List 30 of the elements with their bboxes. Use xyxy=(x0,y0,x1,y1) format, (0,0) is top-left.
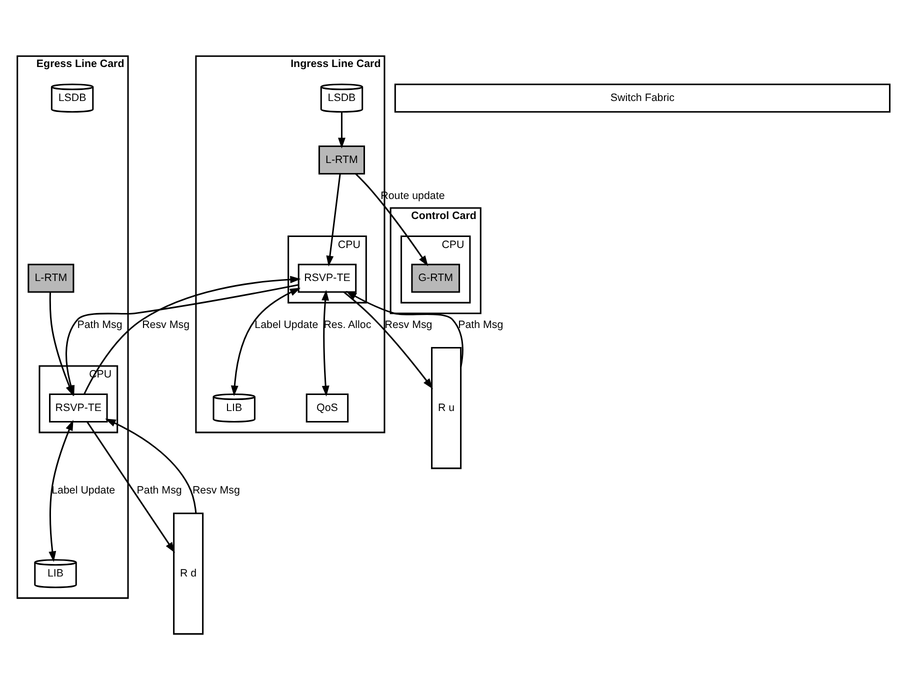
edge-label: Resv Msg xyxy=(142,319,190,332)
arrow xyxy=(83,276,301,395)
node-box: L-RTM xyxy=(28,264,74,293)
node-box: R d xyxy=(173,512,204,635)
arrow xyxy=(48,420,74,562)
edge-label: Label Update xyxy=(254,319,318,332)
arrow xyxy=(105,418,197,514)
edge-label: Path Msg xyxy=(458,319,504,332)
arrow xyxy=(86,422,175,553)
arrow xyxy=(346,290,464,368)
node-box: RSVP-TE xyxy=(298,264,357,293)
node-box: RSVP-TE xyxy=(49,394,108,423)
arrow xyxy=(343,291,433,390)
edge-label: Label Update xyxy=(52,484,116,497)
edge-label: Res. Alloc xyxy=(324,319,372,332)
node-box: L-RTM xyxy=(318,145,366,174)
edge-label: Resv Msg xyxy=(192,484,240,497)
arrow xyxy=(49,292,74,396)
node-box: G-RTM xyxy=(411,264,460,293)
node-box: Switch Fabric xyxy=(394,84,891,113)
arrow xyxy=(326,174,341,266)
edge-label: Path Msg xyxy=(136,484,182,497)
arrow xyxy=(355,173,428,266)
node-box: QoS xyxy=(306,394,349,423)
arrow xyxy=(322,290,330,396)
edge-label: Path Msg xyxy=(77,319,122,332)
arrow xyxy=(230,288,301,396)
edge-label: Resv Msg xyxy=(384,319,432,332)
arrow xyxy=(338,112,346,148)
node-box: R u xyxy=(431,346,462,470)
